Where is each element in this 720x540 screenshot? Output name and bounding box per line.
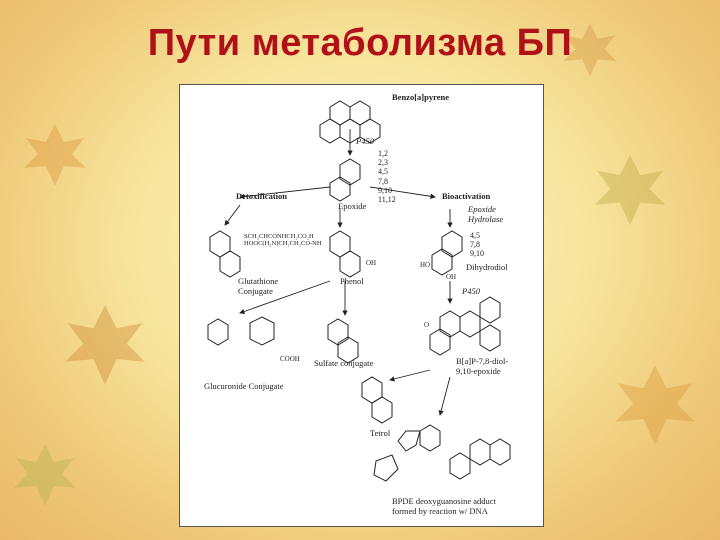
arrow-bpde-tetrol [389,369,431,382]
label-benzopyrene: Benzo[a]pyrene [392,92,449,102]
leaf-decoration [14,444,76,506]
adduct-structure [373,424,511,482]
label-sulfate: Sulfate conjugate [314,358,374,368]
benzopyrene-structure [319,100,381,144]
label-o-bpde: O [424,321,430,329]
label-epoxide-sites: 1,2 2,3 4,5 7,8 9,10 11,12 [378,149,396,204]
label-tetrol: Tetrol [370,428,391,438]
label-gsh-chain: SCH₂CHCONHCH₂CO₂H HOOC(H₂N)CH₂CH₂CO-NH [244,233,322,248]
glutathione-structure [209,230,241,278]
leaf-decoration [594,154,666,226]
sulfate-structure [327,318,359,364]
leaf-decoration [24,124,86,186]
slide-title: Пути метаболизма БП [147,22,573,64]
label-diol-sites: 4,5 7,8 9,10 [470,231,484,259]
glucuronide-structure [207,316,275,346]
arrow-detox-glutathione [224,204,241,226]
arrow-bpde-adduct [438,376,451,416]
label-detoxification: Detoxification [236,191,287,201]
epoxide-structure [329,158,361,202]
arrow-to-detox [239,186,331,200]
arrow-to-bioact [369,186,436,199]
label-ho-diol: HO [420,261,431,269]
label-glutathione: Glutathione Conjugate [238,276,279,296]
label-cooh: COOH [280,355,300,363]
bpde-structure [429,296,501,356]
label-epoxide: Epoxide [338,201,367,211]
dihydrodiol-structure [431,230,463,276]
leaf-decoration [65,305,145,385]
leaf-decoration [563,23,617,77]
label-oh-phenol: OH [366,259,377,267]
metabolism-diagram: Benzo[a]pyrene P450 1,2 2,3 4,5 7,8 9,10… [179,84,544,527]
label-dihydrodiol: Dihydrodiol [466,262,508,272]
tetrol-structure [361,376,393,424]
label-bioactivation: Bioactivation [442,191,491,201]
diagram-structures [207,100,511,482]
label-glucuronide: Glucuronide Conjugate [204,381,284,391]
arrow-phenol-glucuronide [239,280,331,315]
label-oh-diol: OH [446,273,457,281]
label-p450-2: P450 [462,286,480,296]
label-epoxide-hydrolase: Epoxide Hydrolase [468,204,504,224]
label-p450-1: P450 [356,136,374,146]
leaf-decoration [615,365,695,445]
label-adduct: BPDE deoxyguanosine adduct formed by rea… [392,496,496,516]
phenol-structure [329,230,361,278]
label-phenol: Phenol [340,276,364,286]
label-bpde: B[a]P-7,8-diol- 9,10-epoxide [456,356,509,376]
